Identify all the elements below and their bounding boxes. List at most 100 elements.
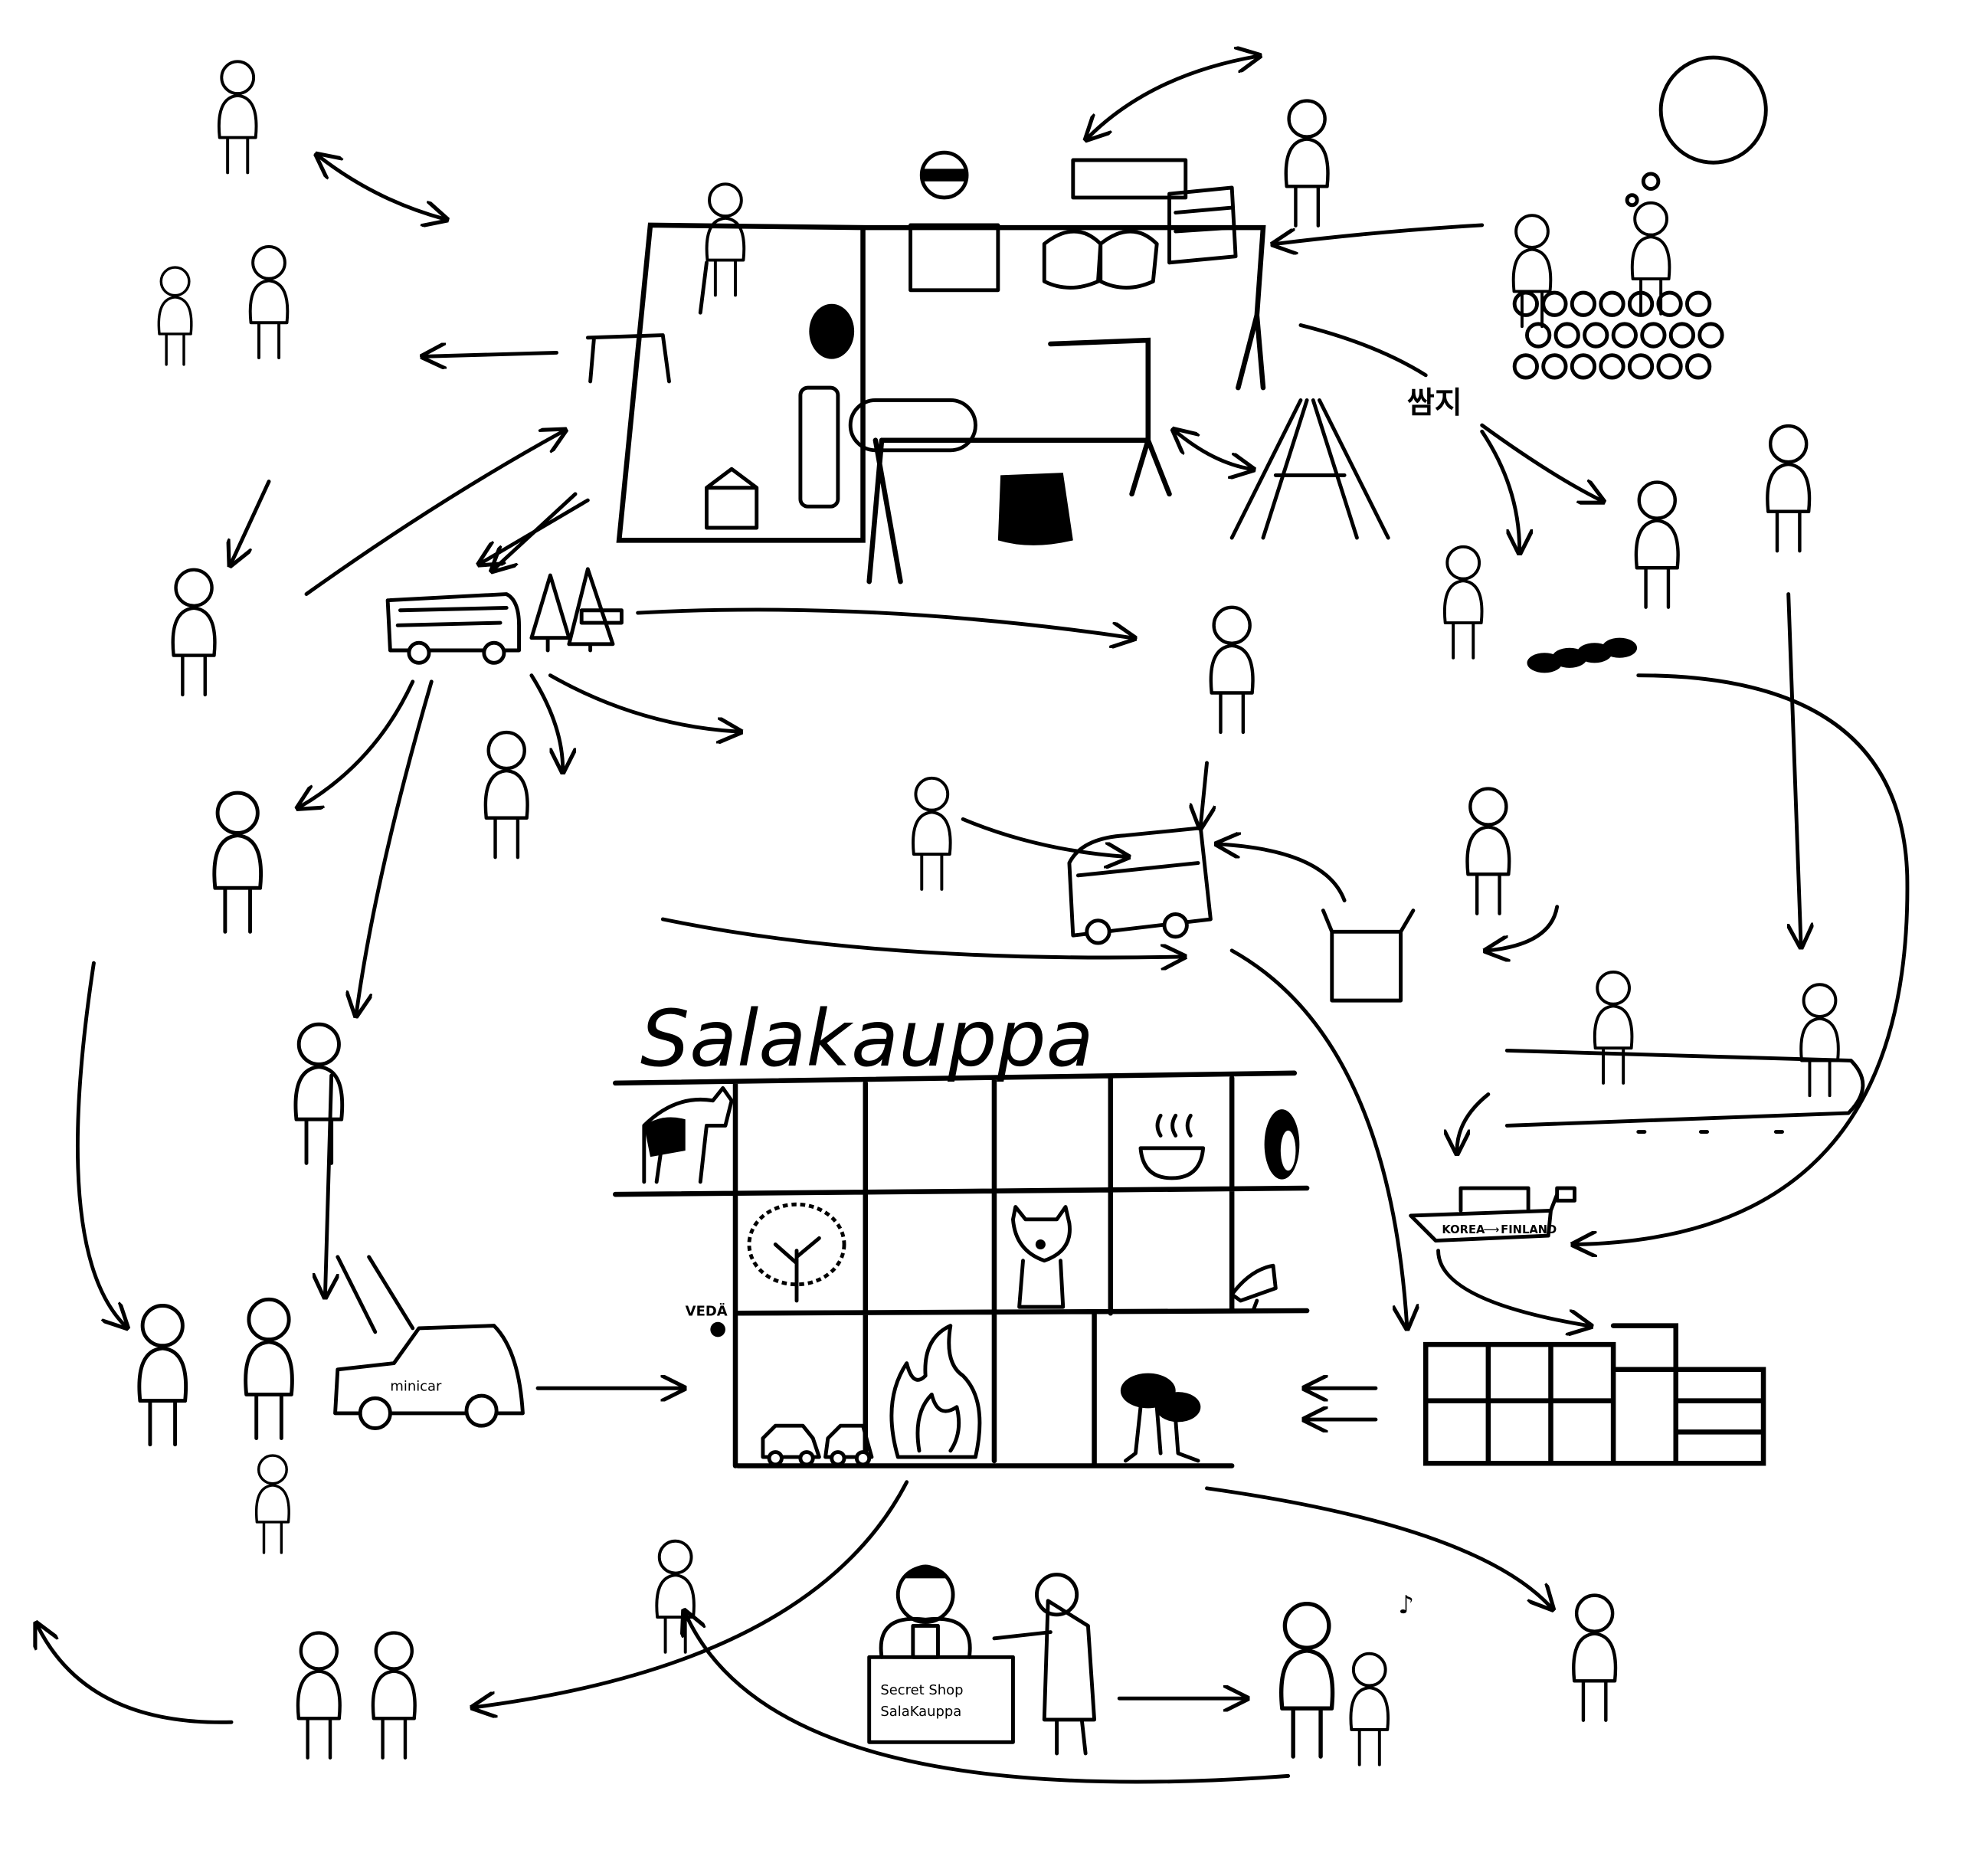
person-body (1279, 1648, 1335, 1759)
button-piece (1611, 322, 1638, 349)
person-figure (1279, 1602, 1335, 1759)
button-piece (1668, 322, 1696, 349)
button-piece (1583, 322, 1609, 349)
penguin-icon (1264, 1109, 1300, 1180)
person-head (1287, 99, 1327, 139)
flow-arrow (529, 673, 563, 769)
shop-counter: Secret Shop SalaKauppa (867, 1564, 1097, 1756)
person-body (912, 810, 952, 891)
person-figure (1284, 99, 1330, 228)
person-figure (1799, 983, 1840, 1098)
person-body (1572, 1632, 1618, 1722)
button-piece (1570, 353, 1597, 380)
music-note: ♪ (1398, 1590, 1414, 1619)
person-figure (248, 245, 290, 359)
ship-to: FINLAND (1501, 1223, 1557, 1236)
flow-arrow (304, 431, 563, 596)
person-body (1766, 462, 1812, 553)
person-body (244, 1340, 294, 1441)
person-figure (254, 1454, 290, 1554)
person-head (1633, 201, 1668, 237)
shop-bag-line2: SalaKauppa (880, 1704, 961, 1720)
person-body (655, 1573, 696, 1654)
person-body (1799, 1017, 1840, 1098)
person-body (1209, 643, 1255, 735)
person-body (1349, 1686, 1390, 1766)
workshop-tables (585, 150, 1266, 584)
shoe-icon (1229, 1263, 1278, 1313)
button-piece (1570, 290, 1597, 317)
person-body (1593, 1004, 1634, 1085)
flow-arrow (1205, 1486, 1551, 1607)
person-body (296, 1669, 342, 1760)
button-piece (1685, 353, 1712, 380)
person-figure (212, 791, 263, 934)
person-head (220, 60, 256, 96)
person-figure (217, 60, 258, 175)
flow-arrow (300, 679, 415, 807)
flow-arrow (1436, 1249, 1589, 1326)
flow-arrow (1176, 431, 1251, 469)
person-body (1511, 247, 1553, 329)
person-body (371, 1669, 417, 1760)
korean-brand-label: 쌈지 (1407, 386, 1462, 421)
person-body (137, 1346, 188, 1447)
person-head (140, 1304, 185, 1348)
person-head (1445, 545, 1481, 581)
flow-arrow (1576, 673, 1910, 1245)
flow-arrow (1219, 844, 1347, 902)
person-head (174, 568, 214, 608)
door-handle (710, 1321, 725, 1337)
flow-arrow (660, 917, 1182, 958)
person-head (1212, 605, 1252, 646)
flow-arrow (636, 607, 1132, 638)
ship-from: KOREA (1442, 1223, 1485, 1236)
flow-arrow (1480, 423, 1601, 500)
person-figure (1209, 605, 1255, 735)
person-head (247, 1297, 291, 1342)
salakauppa-shop: Salakauppa VEDÄ (613, 994, 1310, 1468)
box-icon (1321, 909, 1416, 1003)
person-figure (1511, 214, 1553, 329)
flow-arrow (1298, 323, 1428, 378)
fire-icon (889, 1324, 982, 1459)
person-figure (1572, 1593, 1618, 1722)
person-head (257, 1454, 288, 1485)
shop-bag-line1: Secret Shop (880, 1682, 963, 1698)
person-head (1282, 1602, 1331, 1650)
button-piece (1525, 322, 1552, 349)
person-figure (1634, 480, 1680, 609)
person-figure (1766, 424, 1812, 553)
button-piece (1656, 290, 1683, 317)
flow-arrow (1229, 948, 1407, 1326)
person-head (159, 266, 191, 297)
person-head (215, 791, 260, 835)
button-piece (1627, 290, 1655, 317)
button-piece (1541, 353, 1568, 380)
person-head (1514, 214, 1550, 249)
bus-icon (385, 567, 624, 665)
person-head (708, 182, 743, 218)
person-head (1596, 970, 1631, 1006)
button-pieces (1512, 290, 1724, 673)
person-figure (244, 1297, 294, 1441)
person-figure (293, 1022, 345, 1165)
person-figure (655, 1539, 696, 1654)
flow-arrow (1457, 1092, 1491, 1151)
person-body (483, 768, 529, 859)
person-head (1637, 480, 1677, 520)
button-piece (1640, 322, 1667, 349)
person-figure (1349, 1652, 1390, 1766)
flow-arrow (425, 352, 558, 356)
button-piece (1697, 322, 1724, 349)
person-head (296, 1022, 341, 1066)
button-piece (1512, 353, 1539, 380)
button-piece (1685, 290, 1712, 317)
person-body (705, 216, 746, 297)
flow-arrow (1200, 761, 1206, 826)
button-piece (1627, 353, 1655, 380)
flow-arrow (1786, 592, 1801, 945)
flow-arrow (686, 1613, 1291, 1784)
pull-sign: VEDÄ (686, 1303, 728, 1320)
